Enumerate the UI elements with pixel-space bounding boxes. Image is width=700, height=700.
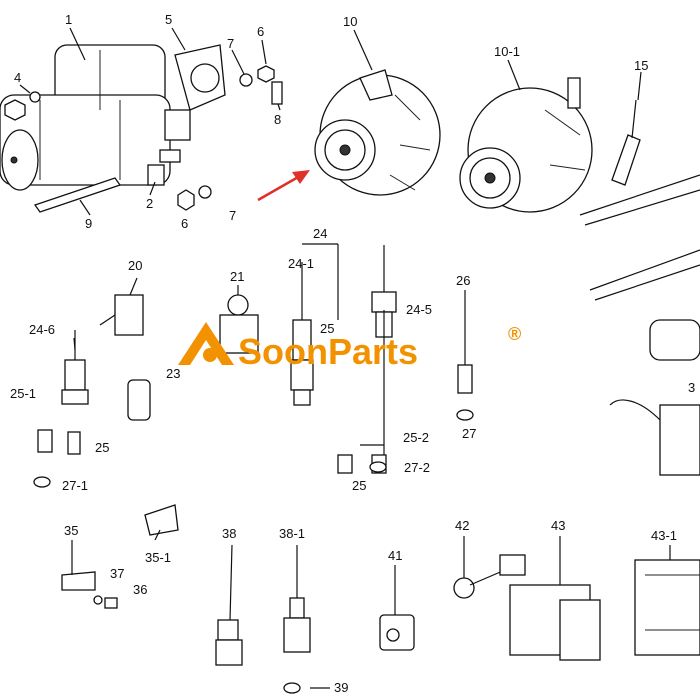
starter-motor: [0, 44, 191, 191]
label-37: 37: [110, 566, 124, 581]
soonparts-watermark: SoonParts ®: [178, 322, 521, 372]
registered-mark: ®: [508, 324, 521, 344]
label-27: 27: [462, 426, 476, 441]
label-10: 10: [343, 14, 357, 29]
label-38-1: 38-1: [279, 526, 305, 541]
sensor-24-6: [33, 330, 89, 488]
brand-name: SoonParts: [238, 331, 418, 372]
switch-38: [215, 619, 243, 666]
label-15: 15: [634, 58, 648, 73]
switch-20: [99, 294, 144, 336]
label-8: 8: [274, 112, 281, 127]
label-25-mid: 25: [320, 321, 334, 336]
glow-plug-15: [611, 99, 641, 186]
harness-43: [509, 584, 601, 661]
small-fasteners: [4, 65, 283, 211]
sensor-24-5: [337, 245, 397, 474]
label-27-1: 27-1: [62, 478, 88, 493]
bracket-35: [61, 504, 179, 609]
switch-38-1: [283, 597, 311, 694]
part-right-edge: [609, 319, 700, 476]
leader-lines: [19, 27, 671, 689]
label-2: 2: [146, 196, 153, 211]
label-9: 9: [85, 216, 92, 231]
rails: [579, 174, 700, 301]
label-5: 5: [165, 12, 172, 27]
label-24-6: 24-6: [29, 322, 55, 337]
sensor-26: [456, 364, 474, 421]
relay-43-1: [634, 559, 700, 656]
label-6-bottom: 6: [181, 216, 188, 231]
sensor-24-1: [290, 262, 314, 406]
label-35-1: 35-1: [145, 550, 171, 565]
label-20: 20: [128, 258, 142, 273]
label-35: 35: [64, 523, 78, 538]
label-25-2: 25-2: [403, 430, 429, 445]
alternator-10: [314, 69, 441, 196]
label-7-bottom: 7: [229, 208, 236, 223]
label-24-1: 24-1: [288, 256, 314, 271]
label-25-1: 25-1: [10, 386, 36, 401]
label-7-top: 7: [227, 36, 234, 51]
label-25-left: 25: [95, 440, 109, 455]
bracket-5: [174, 44, 226, 111]
pointer-arrow: [257, 170, 310, 202]
label-1: 1: [65, 12, 72, 27]
label-27-2: 27-2: [404, 460, 430, 475]
part-labels: 1 2 4 5 6 6 7 7 8 9 10 10-1 15 20 21 23 …: [10, 12, 695, 695]
label-24: 24: [313, 226, 327, 241]
label-6-top: 6: [257, 24, 264, 39]
soonparts-logo-icon: [178, 322, 234, 365]
label-43-1: 43-1: [651, 528, 677, 543]
label-10-1: 10-1: [494, 44, 520, 59]
sensor-21: [219, 294, 259, 354]
sender-23: [127, 379, 151, 421]
label-39: 39: [334, 680, 348, 695]
label-41: 41: [388, 548, 402, 563]
label-25-bottom: 25: [352, 478, 366, 493]
alternator-10-1: [459, 77, 593, 213]
plate-9: [33, 177, 122, 213]
label-4: 4: [14, 70, 21, 85]
part-41: [379, 614, 415, 651]
label-26: 26: [456, 273, 470, 288]
label-3-edge: 3: [688, 380, 695, 395]
label-21: 21: [230, 269, 244, 284]
label-43: 43: [551, 518, 565, 533]
label-38: 38: [222, 526, 236, 541]
label-36: 36: [133, 582, 147, 597]
harness-42: [453, 554, 526, 599]
label-42: 42: [455, 518, 469, 533]
label-23: 23: [166, 366, 180, 381]
label-24-5: 24-5: [406, 302, 432, 317]
